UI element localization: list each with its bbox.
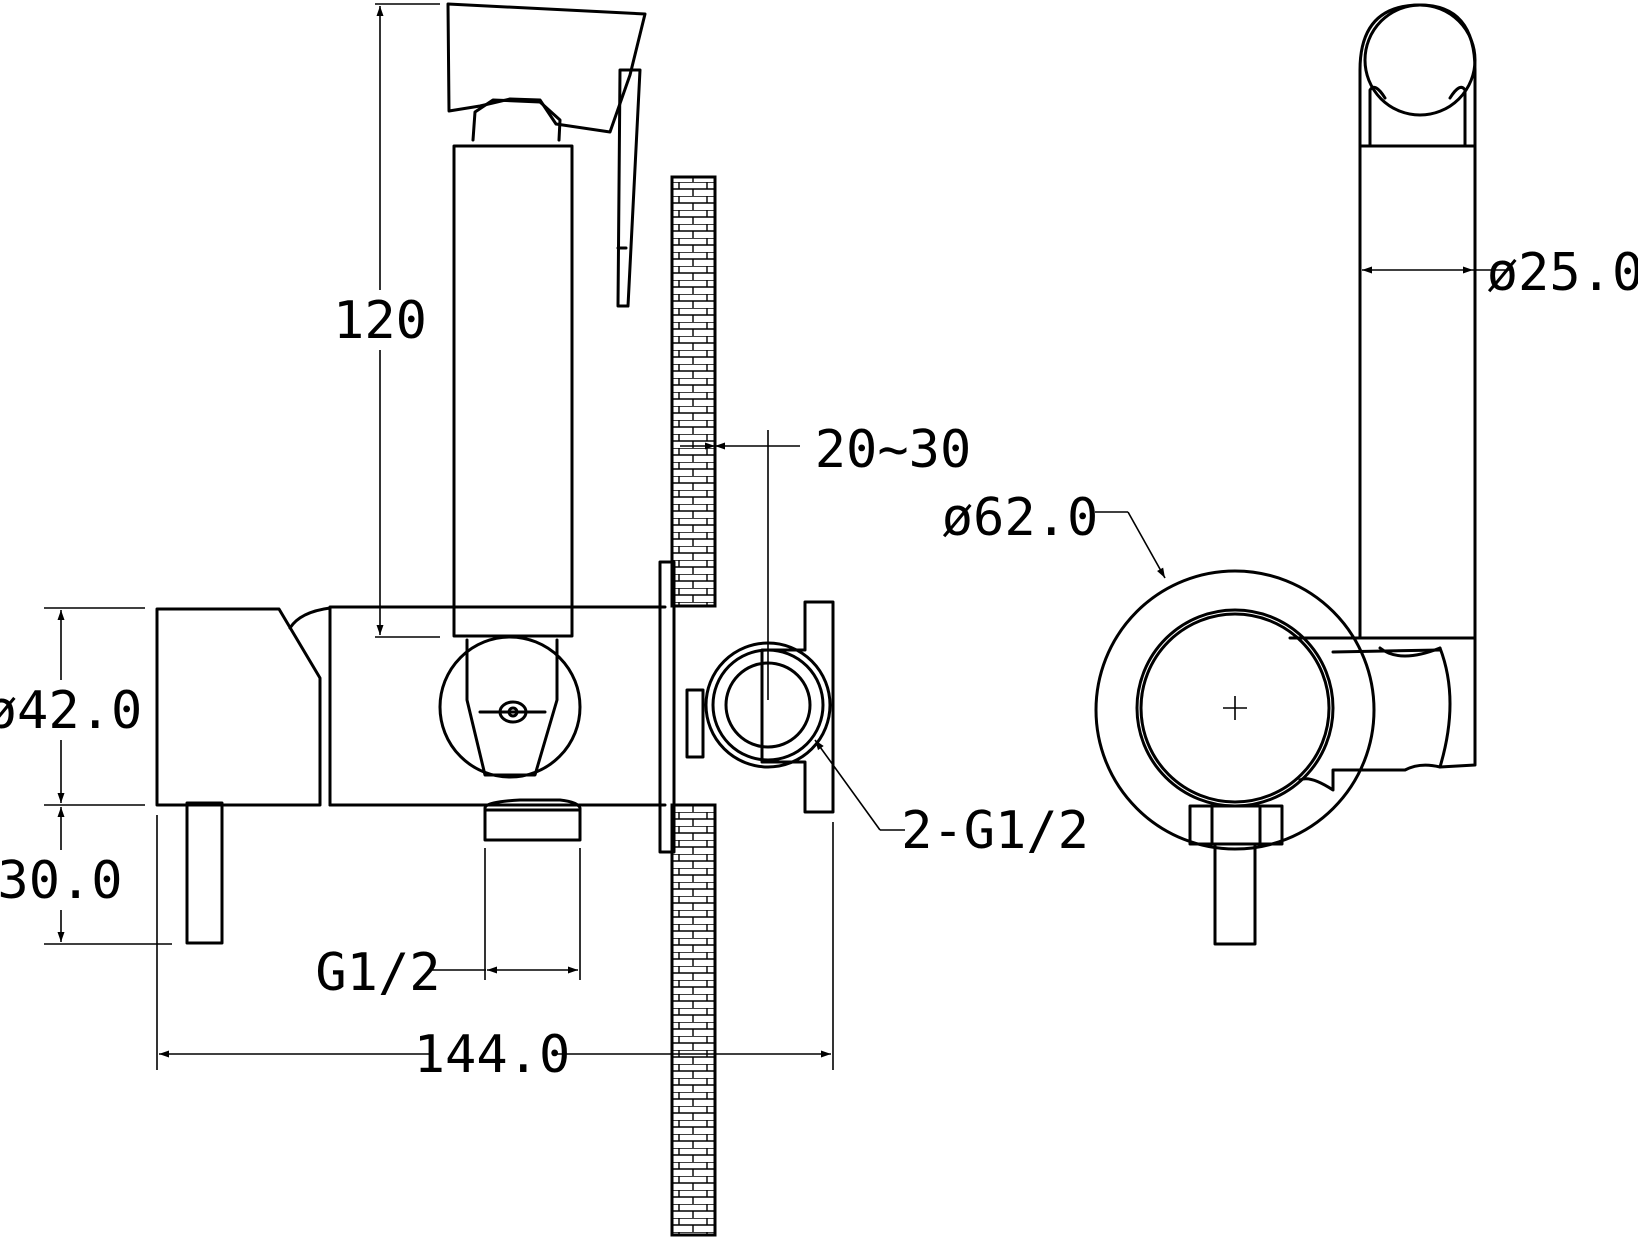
dim-144-label: 144.0 <box>414 1025 571 1085</box>
dim-25: ø25.0 <box>1362 243 1638 303</box>
bottom-outlet-nut <box>483 798 582 842</box>
dim-62-label: ø62.0 <box>942 488 1099 548</box>
front-view: ø62.0 ø25.0 <box>942 3 1638 946</box>
dim-25-label: ø25.0 <box>1487 243 1638 303</box>
wall-lower <box>670 803 717 1237</box>
dim-2-g12: 2-G1/2 <box>814 739 1089 861</box>
dim-62: ø62.0 <box>942 488 1166 579</box>
dim-20-30: 20~30 <box>680 420 971 700</box>
center-mark <box>1223 696 1247 720</box>
front-sprayer-head <box>1358 3 1477 148</box>
valve-body <box>155 560 705 854</box>
sprayer-holder <box>438 635 582 779</box>
front-holder-clamp <box>1288 636 1477 792</box>
dim-30-label: 30.0 <box>0 851 123 911</box>
dim-g12-label: G1/2 <box>315 943 440 1003</box>
sprayer-handle <box>452 144 574 638</box>
dim-120-label: 120 <box>333 291 427 351</box>
side-view: 120 ø42.0 30.0 G1/2 <box>0 2 1089 1237</box>
dim-20-30-label: 20~30 <box>815 420 972 480</box>
dim-42: ø42.0 <box>0 607 145 806</box>
dim-2-g12-label: 2-G1/2 <box>901 801 1089 861</box>
lever-handle <box>185 801 224 945</box>
wall-upper <box>670 175 717 608</box>
front-sprayer-handle <box>1358 144 1477 640</box>
dim-g12: G1/2 <box>315 848 581 1003</box>
dim-42-label: ø42.0 <box>0 681 142 741</box>
rear-inlet-flange <box>704 600 835 814</box>
dim-120: 120 <box>333 3 440 638</box>
dim-144: 144.0 <box>156 815 834 1088</box>
dim-30: 30.0 <box>0 807 172 945</box>
front-lever <box>1188 804 1284 946</box>
sprayer-head <box>446 2 647 308</box>
escutcheon-plate <box>1094 569 1376 851</box>
